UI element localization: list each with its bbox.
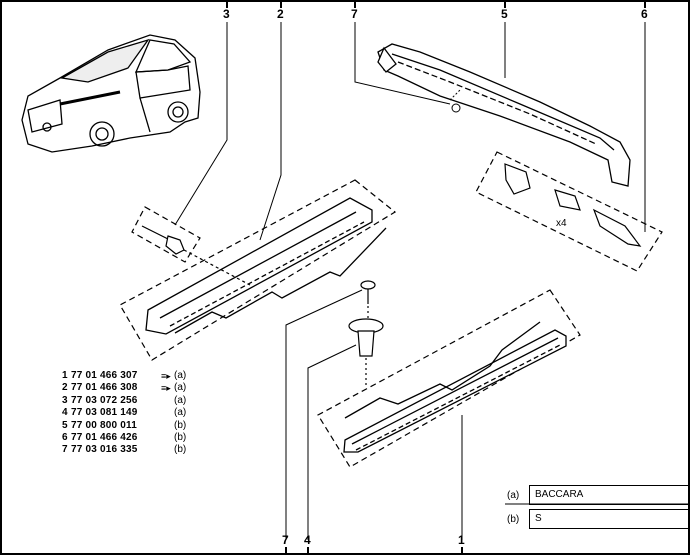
part-note: (b) [174,444,187,456]
part-note: (a) [174,370,187,381]
part-reference: 77 00 800 011 [71,419,137,431]
part-7-screw-bottom [360,280,376,330]
part-index: 6 [62,432,68,444]
callout-5: 5 [501,7,508,21]
part-note: (b) [174,432,187,444]
part-reference: 77 01 466 307 [71,370,138,381]
pack-icon: ≡▸ [161,371,171,381]
no-icon [161,407,174,419]
car-illustration [21,34,201,153]
callout-4: 4 [304,533,311,547]
no-icon [161,444,174,456]
part-6-dashed-outline [475,151,663,272]
top-callout-ticks [226,0,646,8]
part-4-fastener [348,318,384,388]
part-reference: 77 01 466 308 [71,382,138,394]
legend-key: (a) [507,490,520,501]
part-reference: 77 03 016 335 [71,444,138,456]
no-icon [161,432,174,444]
part-7-screw-top [449,89,461,113]
part-2-dashed-outline [119,179,397,361]
legend-row-b: (b) S [505,509,689,529]
part-note: (a) [174,394,187,406]
part-3-dashed-outline [131,206,201,263]
pack-icon: ≡▸ [161,383,171,394]
callout-7-top: 7 [351,7,358,21]
part-5-bumper-shape [377,43,631,187]
part-1-sill-shape [343,321,567,453]
part-index: 4 [62,407,68,419]
bottom-callout-ticks [285,547,463,555]
no-icon [161,395,174,407]
legend-box: (a) BACCARA (b) S [505,481,689,533]
part-note: (b) [174,419,187,431]
part-6-clip-shapes [504,163,642,247]
callout-7-bottom: 7 [282,533,289,547]
part-index: 1 [62,370,68,381]
part-index: 5 [62,419,68,431]
part-2-sill-shape [145,197,387,335]
part-note: (a) [174,382,187,394]
part-reference: 77 01 466 426 [71,432,138,444]
part-index: 7 [62,444,68,456]
part-note: (a) [174,407,187,419]
callout-1: 1 [458,533,465,547]
legend-row-a: (a) BACCARA [505,485,689,505]
part-reference: 77 03 072 256 [71,394,138,406]
no-icon [161,420,174,432]
callout-3: 3 [223,7,230,21]
leader-lines [174,22,646,540]
legend-value: BACCARA [529,485,689,505]
legend-value: S [529,509,689,529]
part-index: 2 [62,382,68,394]
part-index: 3 [62,394,68,406]
part-reference: 77 03 081 149 [71,407,138,419]
callout-2: 2 [277,7,284,21]
legend-key: (b) [507,514,520,525]
callout-6: 6 [641,7,648,21]
multiplier-label: x4 [556,218,567,229]
part-3-rivet-shape [141,225,251,286]
